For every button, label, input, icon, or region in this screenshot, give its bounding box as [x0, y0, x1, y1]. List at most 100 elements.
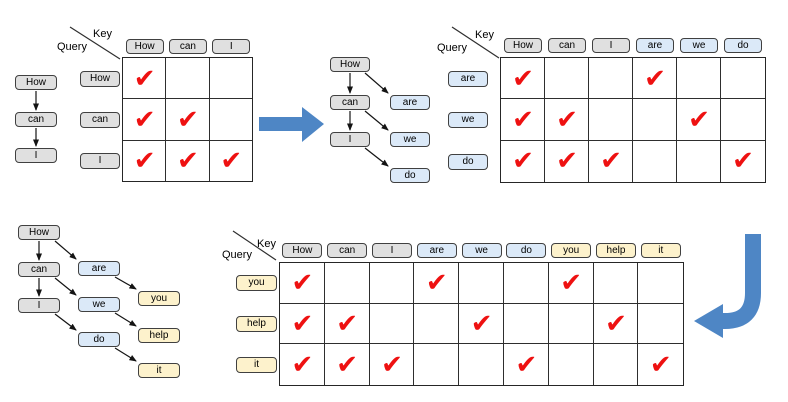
grid-line — [458, 262, 460, 385]
check-glyph: ✔ — [133, 63, 156, 94]
token-node-help-label: help — [149, 329, 169, 341]
check-icon: ✔ — [370, 344, 415, 385]
grid-line — [122, 139, 253, 141]
check-glyph: ✔ — [291, 349, 314, 380]
token-node-can-label: can — [27, 113, 45, 125]
key-box-I-label: I — [609, 39, 613, 51]
key-box-How-label: How — [512, 39, 533, 51]
check-glyph: ✔ — [605, 309, 627, 340]
key-box-can-label: can — [339, 244, 356, 256]
token-node-you: you — [138, 291, 180, 306]
grid-line — [587, 57, 590, 182]
grid-line — [500, 139, 765, 141]
key-box-you: you — [551, 243, 592, 258]
grid-line — [208, 57, 210, 182]
token-node-are-label: are — [91, 262, 107, 274]
query-box-How-label: How — [89, 72, 110, 84]
key-box-it: it — [640, 243, 681, 258]
grid-line — [547, 262, 549, 385]
check-glyph: ✔ — [291, 309, 314, 340]
check-icon: ✔ — [501, 141, 545, 182]
check-icon: ✔ — [123, 99, 166, 140]
token-node-I: I — [330, 132, 370, 147]
check-icon: ✔ — [123, 58, 166, 99]
check-icon: ✔ — [280, 304, 325, 345]
check-icon: ✔ — [325, 344, 370, 385]
query-box-can: can — [80, 111, 120, 128]
check-glyph: ✔ — [291, 268, 314, 299]
check-icon: ✔ — [594, 304, 639, 345]
key-box-I: I — [592, 38, 630, 53]
query-box-we-label: we — [461, 114, 475, 126]
token-node-I-label: I — [37, 299, 41, 311]
attention-matrix-step-2-grid — [499, 56, 766, 183]
check-glyph: ✔ — [177, 146, 199, 177]
check-icon: ✔ — [280, 344, 325, 385]
key-box-do: do — [724, 38, 762, 53]
check-glyph: ✔ — [425, 268, 448, 299]
key-box-can: can — [168, 39, 207, 54]
check-glyph: ✔ — [649, 349, 672, 380]
token-node-How: How — [330, 57, 370, 72]
check-glyph: ✔ — [600, 146, 622, 177]
check-glyph: ✔ — [688, 105, 710, 136]
query-box-do-label: do — [462, 155, 474, 167]
check-icon: ✔ — [677, 99, 721, 140]
query-box-How: How — [80, 70, 120, 87]
token-node-we: we — [390, 132, 430, 147]
key-box-help: help — [596, 243, 636, 258]
token-node-How: How — [15, 75, 57, 90]
token-node-are: are — [78, 261, 120, 276]
check-icon: ✔ — [633, 58, 677, 99]
check-icon: ✔ — [210, 141, 253, 182]
check-glyph: ✔ — [177, 104, 199, 135]
check-glyph: ✔ — [381, 349, 403, 380]
tree-edge-do-it — [114, 347, 137, 362]
check-glyph: ✔ — [220, 146, 243, 177]
key-box-do-label: do — [737, 39, 749, 51]
tree-edge-I-do — [54, 313, 77, 331]
token-node-do-label: do — [93, 333, 105, 345]
query-axis-label: Query — [437, 42, 467, 54]
token-node-we-label: we — [403, 133, 417, 145]
key-box-do-label: do — [520, 244, 532, 256]
key-box-it-label: it — [658, 244, 664, 256]
query-box-help: help — [236, 316, 277, 333]
token-node-you-label: you — [150, 292, 168, 304]
token-node-can: can — [330, 95, 370, 110]
check-glyph: ✔ — [133, 104, 156, 135]
check-icon: ✔ — [549, 263, 594, 304]
key-box-I: I — [212, 39, 251, 54]
token-node-I: I — [18, 298, 60, 313]
key-box-we: we — [461, 243, 502, 258]
check-icon: ✔ — [721, 141, 765, 182]
check-icon: ✔ — [166, 99, 209, 140]
key-box-I-label: I — [390, 244, 394, 256]
check-glyph: ✔ — [732, 146, 754, 177]
query-axis-label: Query — [222, 249, 252, 261]
token-node-can-label: can — [30, 263, 48, 275]
key-axis-label: Key — [93, 28, 112, 40]
query-axis-label: Query — [57, 41, 87, 53]
key-box-How-label: How — [292, 244, 313, 256]
key-box-we: we — [680, 38, 718, 53]
check-icon: ✔ — [325, 304, 370, 345]
key-box-are-label: are — [429, 244, 445, 256]
tree-edge-can-we — [364, 110, 389, 131]
key-box-we-label: we — [475, 244, 488, 256]
key-box-I: I — [372, 243, 412, 258]
key-box-are: are — [636, 38, 674, 53]
query-box-we: we — [448, 112, 488, 129]
grid-line — [122, 98, 253, 100]
check-glyph: ✔ — [556, 105, 578, 136]
check-glyph: ✔ — [512, 146, 534, 177]
check-icon: ✔ — [545, 141, 589, 182]
key-box-How: How — [504, 38, 542, 53]
query-box-it-label: it — [254, 358, 259, 370]
token-node-can-label: can — [341, 96, 359, 108]
check-icon: ✔ — [501, 99, 545, 140]
grid-line — [165, 57, 167, 182]
token-node-can: can — [18, 262, 60, 277]
key-box-are: are — [416, 243, 457, 258]
